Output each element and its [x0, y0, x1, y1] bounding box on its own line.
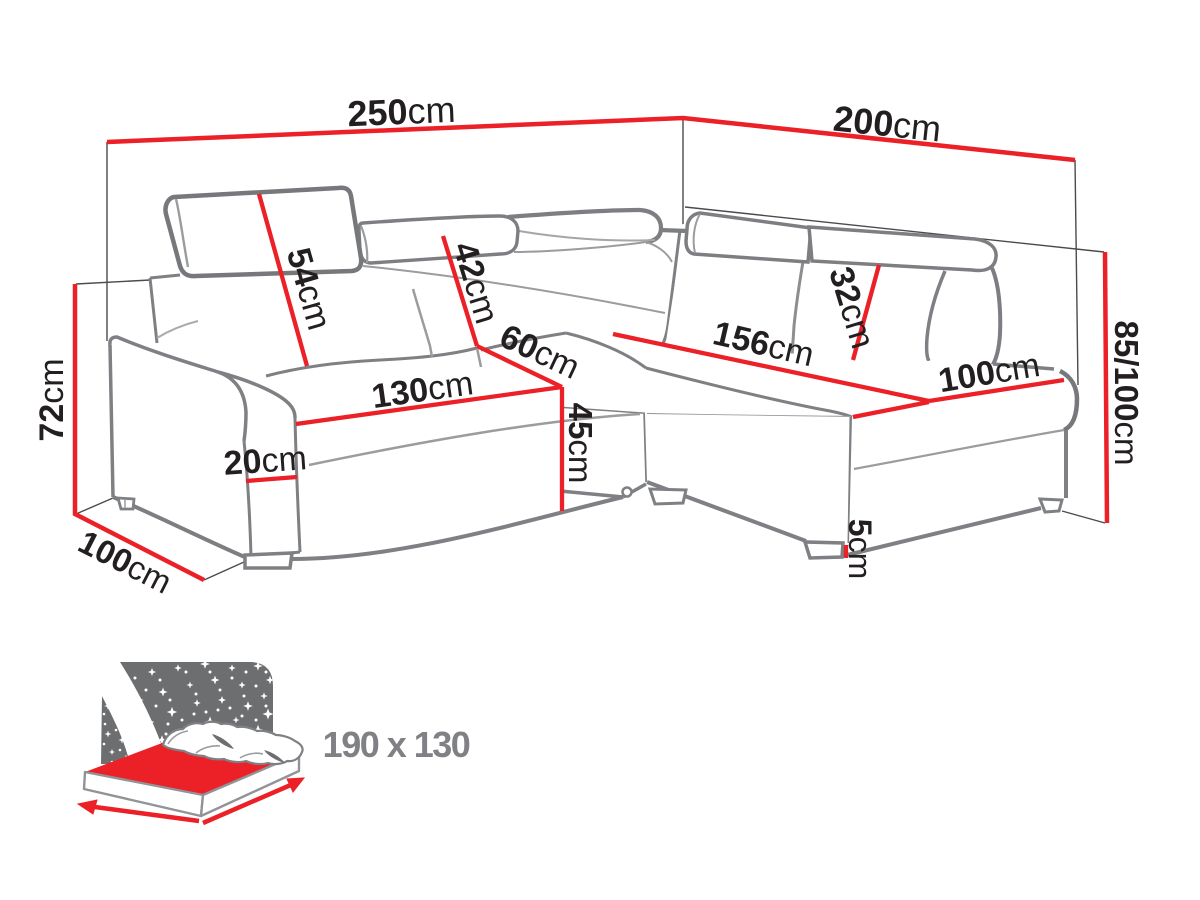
- svg-text:72cm: 72cm: [33, 358, 71, 441]
- svg-text:20cm: 20cm: [222, 439, 308, 483]
- svg-text:250cm: 250cm: [347, 89, 457, 134]
- svg-text:45cm: 45cm: [562, 403, 599, 484]
- svg-text:5cm: 5cm: [842, 519, 878, 579]
- svg-text:85/100cm: 85/100cm: [1108, 321, 1145, 466]
- svg-text:190 x 130: 190 x 130: [323, 724, 470, 765]
